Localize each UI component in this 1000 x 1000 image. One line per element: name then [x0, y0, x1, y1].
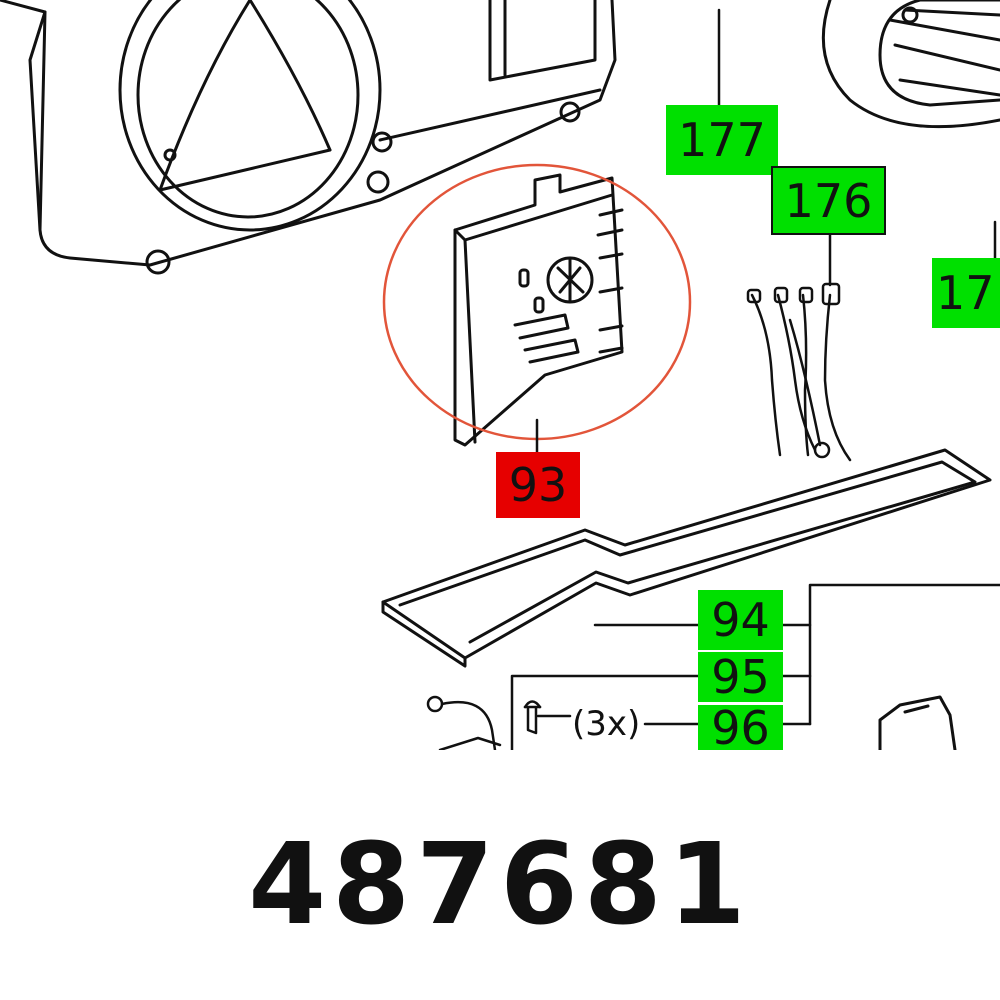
callout-96[interactable]: 96 [698, 705, 783, 751]
selection-circle [382, 163, 692, 441]
circuit-board-part-93 [453, 173, 624, 447]
cable-fragment [426, 695, 502, 750]
exploded-parts-drawing [0, 0, 1000, 750]
callout-176[interactable]: 176 [771, 166, 886, 235]
callout-95[interactable]: 95 [698, 652, 783, 702]
callout-94[interactable]: 94 [698, 590, 783, 650]
callout-177[interactable]: 177 [666, 105, 778, 175]
housing-part [0, 0, 617, 275]
knob-part [821, 0, 1000, 129]
cable-set-part-176 [746, 233, 852, 462]
callout-93-highlighted[interactable]: 93 [496, 452, 580, 518]
tray-part-94 [381, 448, 992, 668]
quantity-note: (3x) [572, 704, 641, 744]
callout-17[interactable]: 17 [932, 258, 1000, 328]
screw-part [523, 700, 542, 735]
part-number: 487681 [248, 820, 752, 950]
bracket-fragment [878, 695, 957, 750]
leader-lines-94-96 [510, 583, 1000, 750]
